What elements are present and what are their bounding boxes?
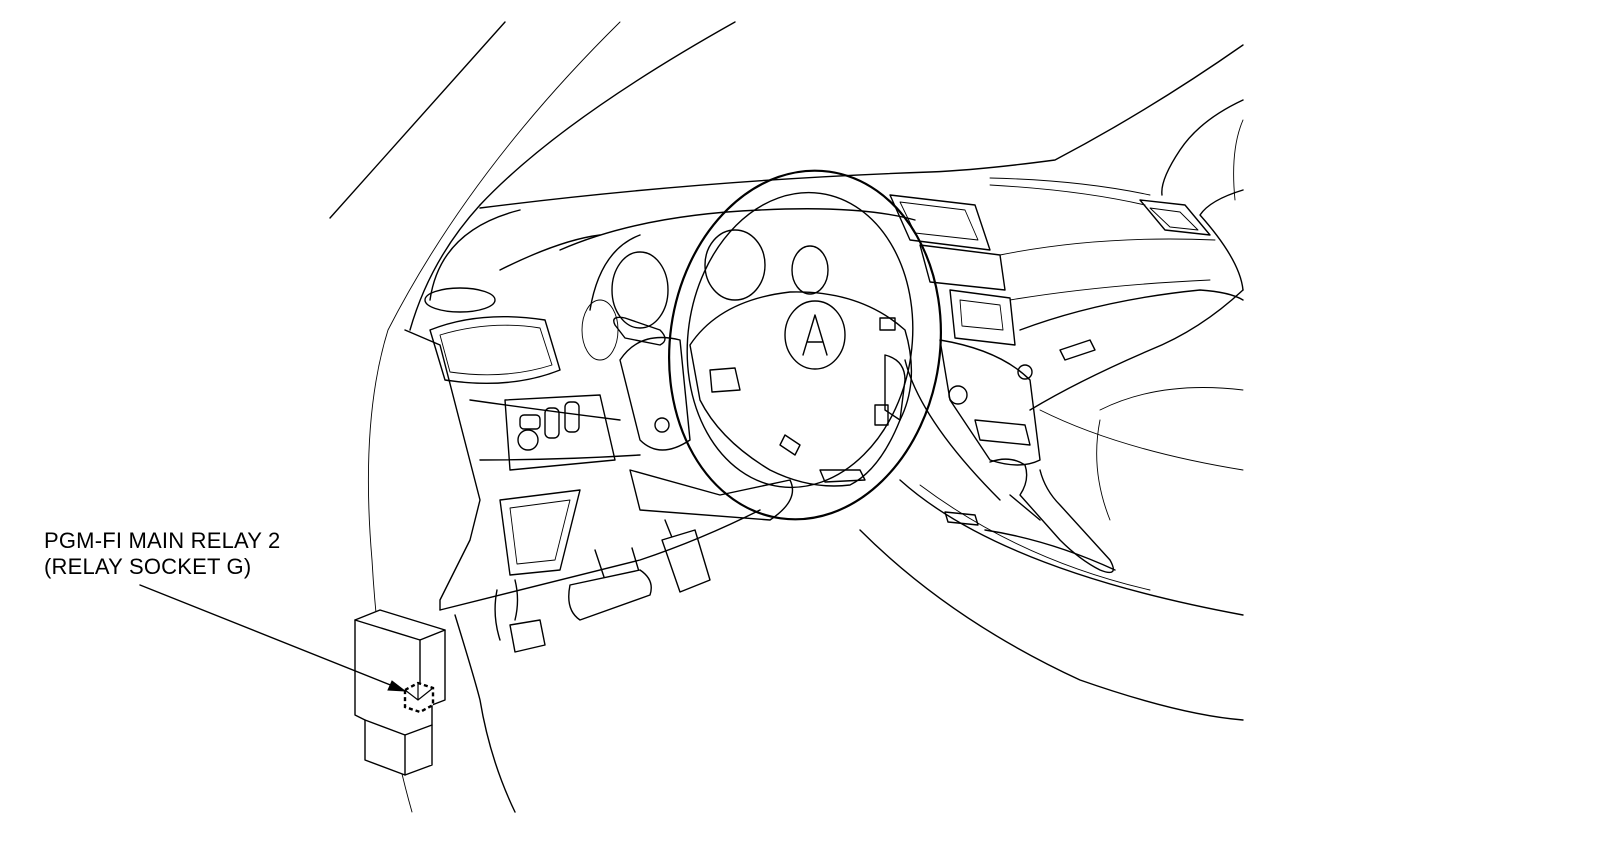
right-air-vent bbox=[1139, 199, 1211, 236]
relay-socket-text: (RELAY SOCKET G) bbox=[44, 554, 252, 579]
relay-box bbox=[354, 609, 446, 776]
center-stack bbox=[889, 194, 1041, 501]
glove-box bbox=[999, 238, 1244, 361]
steering-column bbox=[613, 316, 794, 521]
switch-panel bbox=[504, 394, 616, 471]
lower-dashboard bbox=[439, 509, 1244, 813]
relay-name-text: PGM-FI MAIN RELAY 2 bbox=[44, 528, 281, 553]
steering-wheel bbox=[668, 169, 942, 521]
dashboard-top bbox=[479, 44, 1244, 411]
relay-socket-g bbox=[403, 681, 435, 714]
gear-shifter bbox=[899, 387, 1244, 616]
left-dashboard bbox=[404, 209, 641, 611]
callout-leader-line bbox=[139, 584, 407, 692]
pedals bbox=[494, 519, 711, 653]
instrument-cluster bbox=[559, 208, 916, 361]
relay-callout-label: PGM-FI MAIN RELAY 2 (RELAY SOCKET G) bbox=[44, 528, 280, 580]
